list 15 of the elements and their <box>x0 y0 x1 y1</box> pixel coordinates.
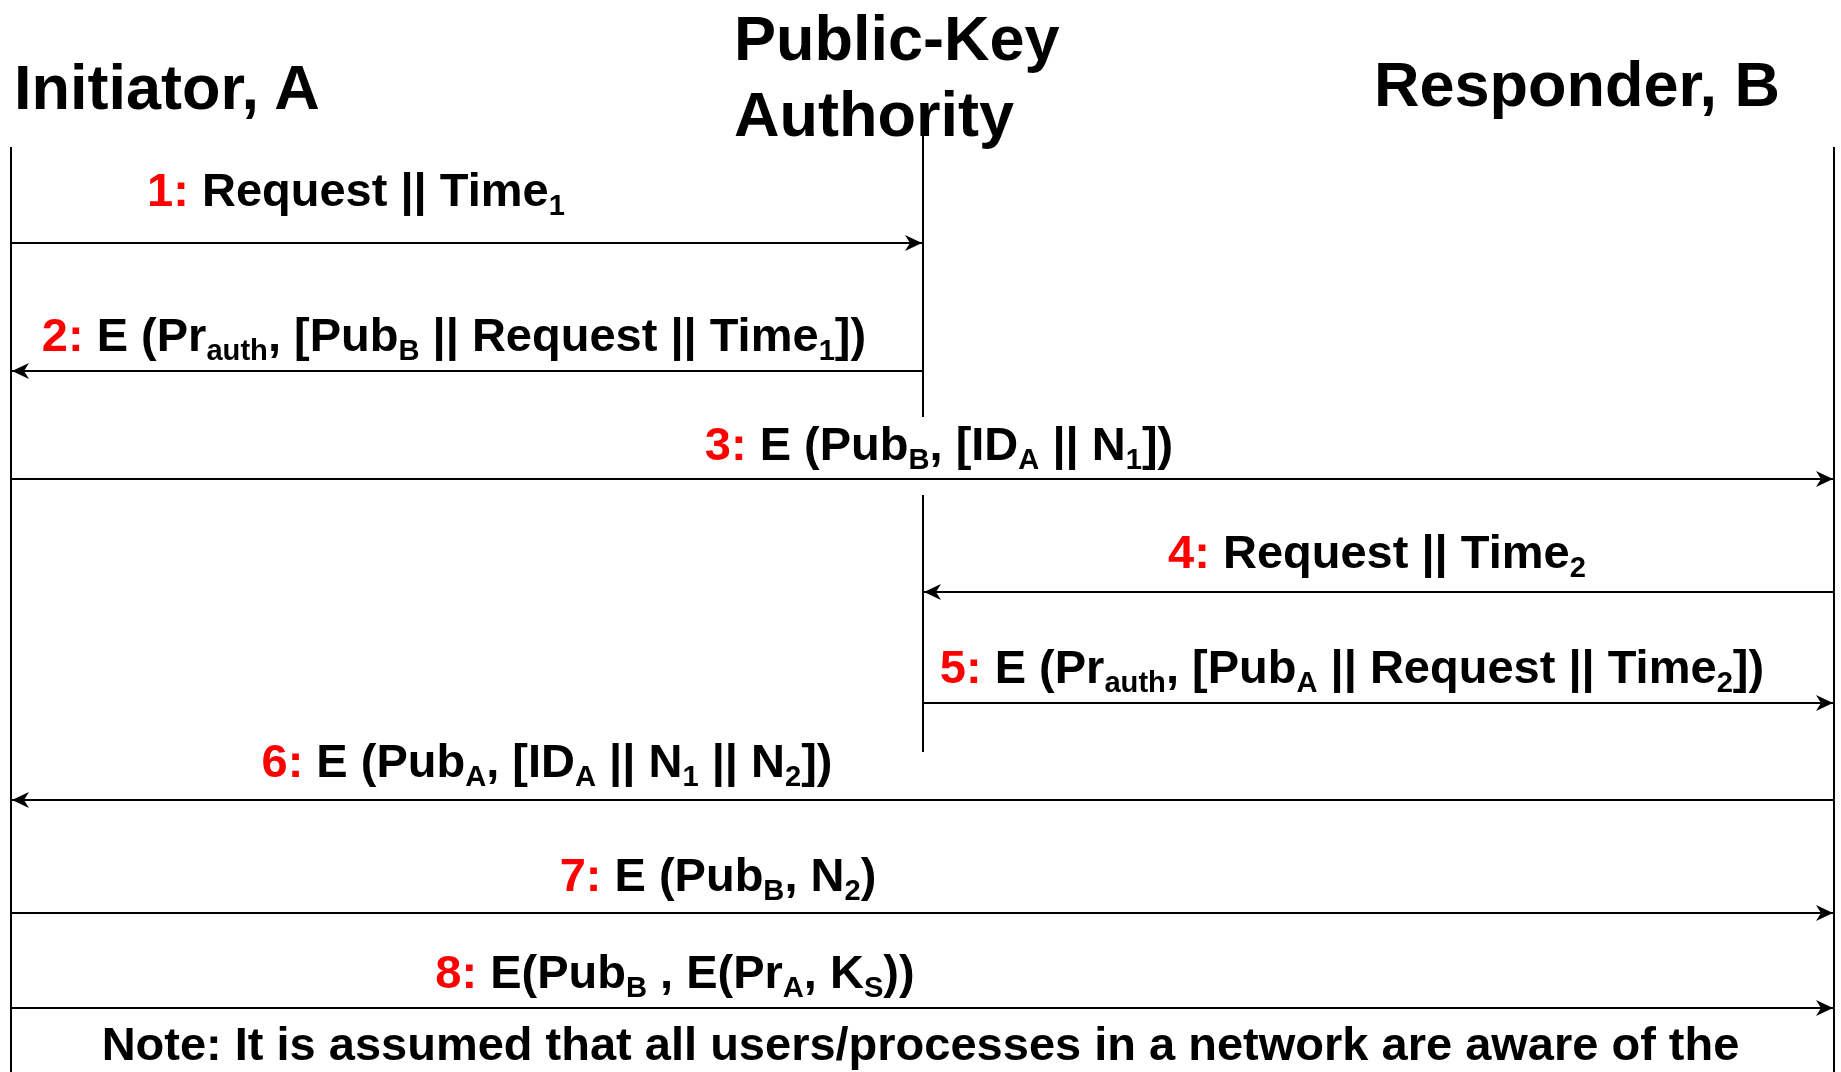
message-arrow <box>11 363 923 379</box>
lifeline <box>10 147 12 1072</box>
message-arrow <box>11 235 923 251</box>
message-arrow <box>11 1000 1834 1016</box>
message-arrow <box>923 584 1834 600</box>
message-arrow <box>11 792 1834 808</box>
lifeline <box>922 135 924 752</box>
participant-heading: Responder, B <box>1374 48 1781 121</box>
message-arrow <box>11 471 1834 487</box>
participant-heading: Public-Key Authority <box>734 2 1061 151</box>
message-arrow <box>11 905 1834 921</box>
lifeline <box>1833 147 1835 1072</box>
note-text: Note: It is assumed that all users/processes in a network are aware of the <box>101 1018 1740 1070</box>
participant-heading: Initiator, A <box>14 51 320 124</box>
message-arrow <box>923 695 1834 711</box>
